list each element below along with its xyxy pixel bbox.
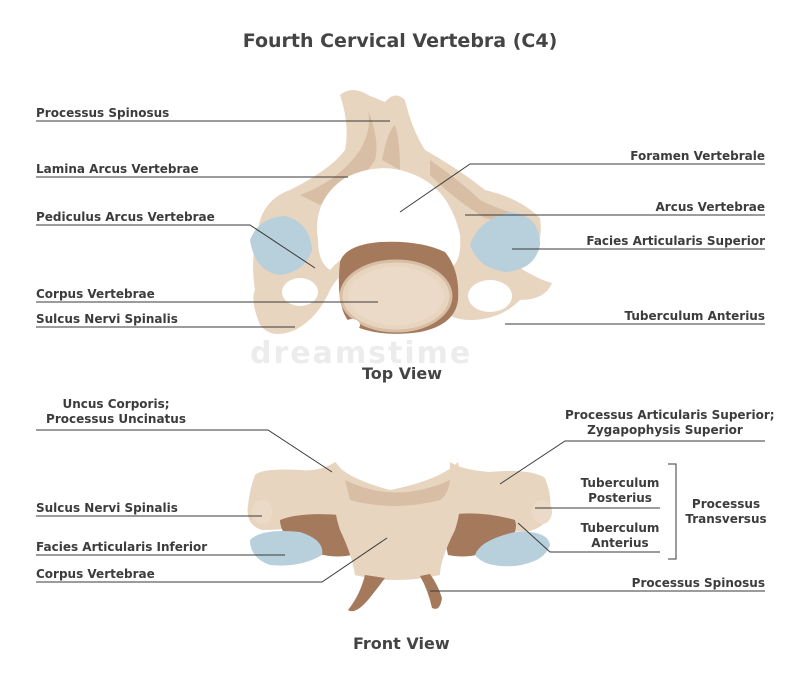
label-uncus-corporis: Uncus Corporis; Processus Uncinatus <box>36 397 196 427</box>
label-sulcus-nervi-spinalis-front: Sulcus Nervi Spinalis <box>36 501 178 515</box>
left-transverse-foramen <box>282 278 318 306</box>
label-facies-articularis-superior: Facies Articularis Superior <box>586 234 765 248</box>
label-processus-spinosus: Processus Spinosus <box>36 106 170 120</box>
corpus-inner <box>348 267 444 325</box>
front-left-tubercle <box>252 500 272 524</box>
right-facies-articularis-superior <box>470 212 540 272</box>
leader-corpus-vertebrae-front <box>36 537 388 583</box>
label-tuberculum-anterius-front: Tuberculum Anterius <box>580 521 660 551</box>
label-tuberculum-anterius-line2: Anterius <box>591 536 649 550</box>
front-view-title: Front View <box>353 634 450 653</box>
label-processus-transversus: Processus Transversus <box>684 497 768 527</box>
label-tuberculum-posterius-line2: Posterius <box>588 491 652 505</box>
label-lamina-arcus-vertebrae: Lamina Arcus Vertebrae <box>36 162 199 176</box>
label-processus-articularis-superior: Processus Articularis Superior; Zygapoph… <box>565 408 775 438</box>
foramen-vertebrale-shape <box>317 168 461 270</box>
label-uncus-line1: Uncus Corporis; <box>62 397 170 411</box>
label-uncus-line2: Processus Uncinatus <box>46 412 186 426</box>
front-left-facies-articularis-inferior <box>250 531 323 566</box>
label-tuberculum-posterius-line1: Tuberculum <box>580 476 660 490</box>
top-view-title: Top View <box>362 364 443 383</box>
label-corpus-vertebrae-front: Corpus Vertebrae <box>36 567 155 581</box>
front-left-wing <box>247 462 350 530</box>
front-corpus-shape <box>333 462 461 580</box>
front-right-facies-articularis-inferior <box>475 531 550 567</box>
label-tuberculum-anterius-top: Tuberculum Anterius <box>624 309 765 323</box>
label-arcus-vertebrae: Arcus Vertebrae <box>655 200 766 214</box>
label-sulcus-nervi-spinalis-top: Sulcus Nervi Spinalis <box>36 312 178 326</box>
label-proc-art-sup-line2: Zygapophysis Superior <box>587 423 743 437</box>
label-processus-spinosus-front: Processus Spinosus <box>631 576 765 590</box>
label-tuberculum-anterius-line1: Tuberculum <box>580 521 660 535</box>
label-facies-articularis-inferior: Facies Articularis Inferior <box>36 540 208 554</box>
leader-foramen-vertebrale <box>399 163 765 213</box>
label-tuberculum-posterius: Tuberculum Posterius <box>580 476 660 506</box>
label-processus-transversus-line1: Processus <box>691 497 761 511</box>
processus-transversus-bracket <box>668 463 677 560</box>
right-transverse-foramen <box>468 280 512 312</box>
leader-pediculus-arcus <box>36 224 316 269</box>
top-uncus-right <box>441 322 455 334</box>
top-uncus-left <box>344 319 360 331</box>
top-spinous-groove <box>382 125 400 170</box>
front-spinous-process <box>348 575 385 612</box>
leader-processus-articularis-superior <box>499 440 765 485</box>
front-corpus-highlight <box>345 480 450 506</box>
leader-uncus <box>36 429 333 473</box>
label-processus-transversus-line2: Transversus <box>685 512 767 526</box>
watermark-text: dreamstime <box>250 336 473 371</box>
diagram-title: Fourth Cervical Vertebra (C4) <box>242 30 558 52</box>
front-right-tubercle <box>532 500 552 524</box>
label-pediculus-arcus-vertebrae: Pediculus Arcus Vertebrae <box>36 210 215 224</box>
label-foramen-vertebrale: Foramen Vertebrale <box>630 149 765 163</box>
front-view-illustration <box>247 462 552 612</box>
label-corpus-vertebrae-top: Corpus Vertebrae <box>36 287 155 301</box>
leader-lines <box>36 120 765 592</box>
label-proc-art-sup-line1: Processus Articularis Superior; <box>565 408 775 422</box>
leader-tuberculum-anterius-front <box>517 522 660 553</box>
top-view-illustration <box>250 90 553 334</box>
